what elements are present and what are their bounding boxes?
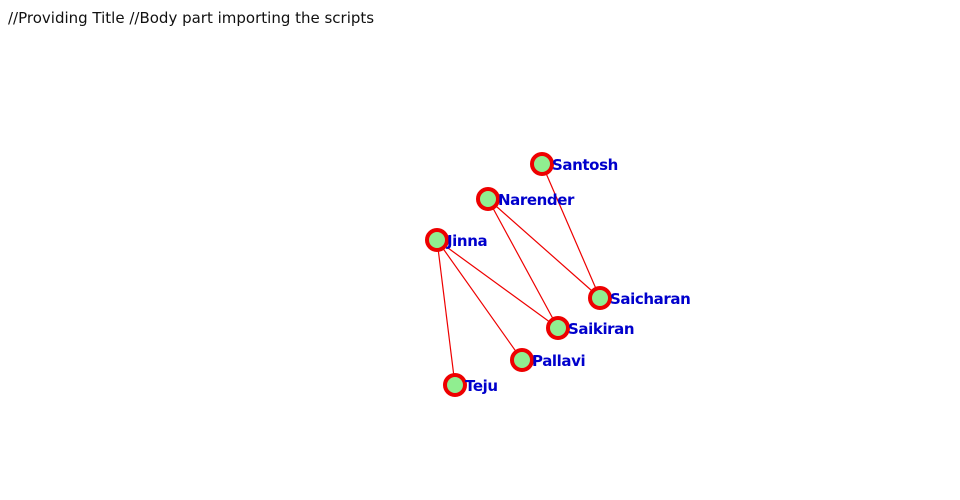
nodes-layer: SantoshNarenderJinnaSaicharanSaikiranPal… [425, 152, 691, 397]
node-circle-pallavi[interactable] [510, 348, 534, 372]
page-header-text: //Providing Title //Body part importing … [8, 9, 375, 27]
node-santosh[interactable]: Santosh [530, 152, 618, 176]
edge-jinna-pallavi [436, 239, 523, 361]
edge-narender-saikiran [487, 198, 559, 329]
node-circle-saicharan[interactable] [588, 286, 612, 310]
node-teju[interactable]: Teju [443, 373, 498, 397]
node-pallavi[interactable]: Pallavi [510, 348, 586, 372]
node-label-saicharan: Saicharan [610, 290, 690, 308]
node-circle-narender[interactable] [476, 187, 500, 211]
node-label-jinna: Jinna [446, 232, 487, 250]
edge-jinna-saikiran [436, 239, 559, 329]
node-jinna[interactable]: Jinna [425, 228, 488, 252]
node-saicharan[interactable]: Saicharan [588, 286, 691, 310]
node-circle-santosh[interactable] [530, 152, 554, 176]
edge-jinna-teju [436, 239, 456, 386]
node-circle-jinna[interactable] [425, 228, 449, 252]
edge-narender-saicharan [487, 198, 601, 299]
node-narender[interactable]: Narender [476, 187, 575, 211]
node-label-pallavi: Pallavi [532, 352, 585, 370]
node-circle-teju[interactable] [443, 373, 467, 397]
node-label-santosh: Santosh [552, 156, 618, 174]
node-label-teju: Teju [465, 377, 498, 395]
edges-layer [436, 163, 601, 386]
node-label-narender: Narender [498, 191, 575, 209]
node-circle-saikiran[interactable] [546, 316, 570, 340]
node-label-saikiran: Saikiran [568, 320, 634, 338]
edge-santosh-saicharan [541, 163, 601, 299]
node-saikiran[interactable]: Saikiran [546, 316, 635, 340]
